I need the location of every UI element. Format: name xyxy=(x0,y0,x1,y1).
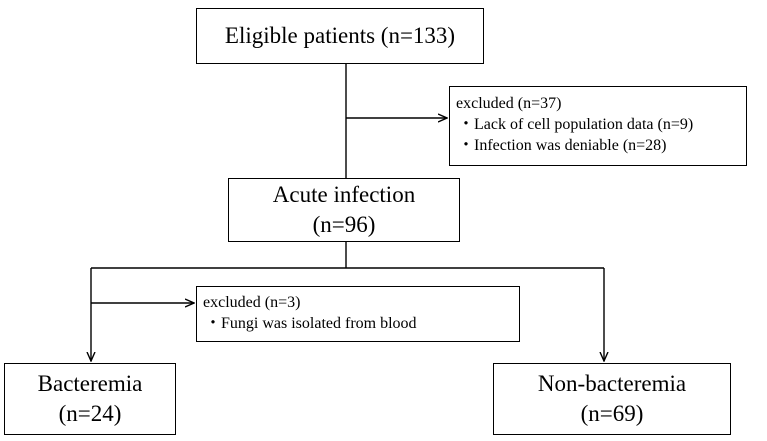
bacteremia-count: (n=24) xyxy=(58,401,122,426)
excluded-first-item: ・Infection was deniable (n=28) xyxy=(458,137,667,154)
excluded-second-box: excluded (n=3) ・Fungi was isolated from … xyxy=(196,286,520,342)
eligible-patients-label: Eligible patients (n=133) xyxy=(224,23,456,48)
non-bacteremia-label: Non-bacteremia xyxy=(537,371,687,396)
excluded-first-box: excluded (n=37) ・Lack of cell population… xyxy=(449,86,747,166)
excluded-second-title: excluded (n=3) xyxy=(203,294,301,311)
non-bacteremia-box: Non-bacteremia (n=69) xyxy=(493,363,731,435)
bacteremia-label: Bacteremia xyxy=(37,371,143,396)
non-bacteremia-count: (n=69) xyxy=(580,401,644,426)
excluded-first-title: excluded (n=37) xyxy=(456,95,562,112)
bacteremia-box: Bacteremia (n=24) xyxy=(4,363,176,435)
excluded-first-item: ・Lack of cell population data (n=9) xyxy=(458,116,694,133)
acute-infection-box: Acute infection (n=96) xyxy=(228,178,460,242)
excluded-second-item: ・Fungi was isolated from blood xyxy=(205,315,417,332)
eligible-patients-box: Eligible patients (n=133) xyxy=(196,8,484,64)
acute-infection-label: Acute infection xyxy=(272,182,416,207)
acute-infection-count: (n=96) xyxy=(312,212,376,237)
